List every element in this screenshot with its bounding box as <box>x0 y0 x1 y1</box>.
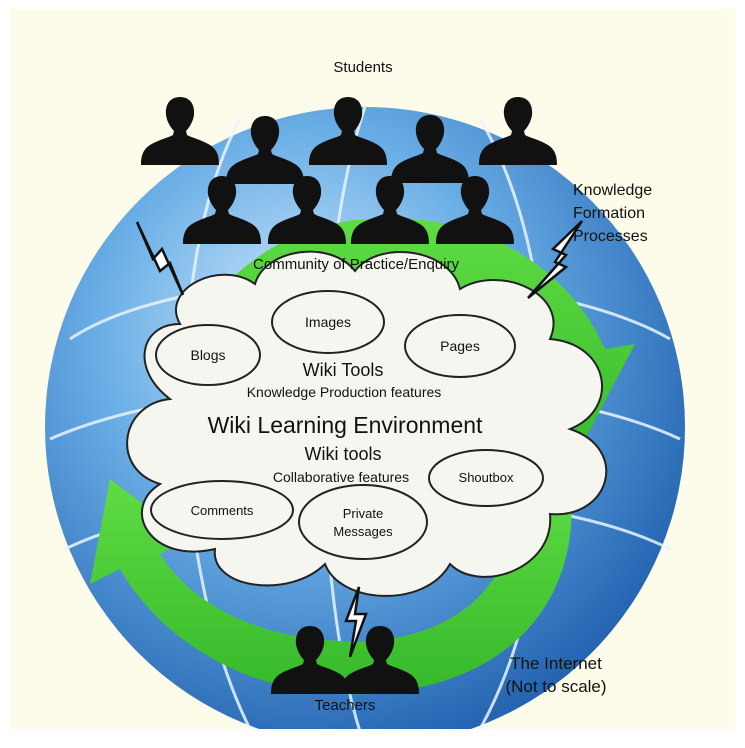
wle-title: Wiki Learning Environment <box>207 412 483 438</box>
images-ellipse <box>271 290 385 354</box>
pages-label: Pages <box>440 338 480 354</box>
blogs-ellipse <box>155 324 261 386</box>
diagram-canvas: Students Knowledge Formation Processes C… <box>10 9 735 729</box>
private-messages-label: Private Messages <box>333 506 393 539</box>
lightning-bolt-icon <box>135 221 185 296</box>
lightning-bolt-icon <box>344 586 368 658</box>
wiki-tools-bottom-subtitle: Collaborative features <box>272 469 410 485</box>
wiki-learning-diagram <box>45 97 685 729</box>
internet-label: The Internet (Not to scale) <box>505 654 607 696</box>
images-label: Images <box>305 314 351 330</box>
comments-label: Comments <box>190 503 254 518</box>
person-silhouette-icon <box>141 97 219 165</box>
students-label: Students <box>333 59 393 76</box>
wiki-tools-top-subtitle: Knowledge Production features <box>246 384 442 400</box>
teachers-label: Teachers <box>314 697 376 714</box>
knowledge-formation-label: Knowledge Formation Processes <box>573 182 653 245</box>
comments-ellipse <box>150 480 294 540</box>
wiki-tools-bottom-title: Wiki tools <box>304 444 382 464</box>
shoutbox-ellipse <box>428 449 544 507</box>
community-label: Community of Practice/Enquiry <box>253 256 459 273</box>
private-messages-ellipse <box>298 484 428 560</box>
blogs-label: Blogs <box>190 347 226 363</box>
lightning-bolt-icon <box>527 220 584 299</box>
shoutbox-label: Shoutbox <box>458 470 514 485</box>
person-silhouette-icon <box>479 97 557 165</box>
pages-ellipse <box>404 314 516 378</box>
wiki-tools-top-title: Wiki Tools <box>302 360 384 380</box>
